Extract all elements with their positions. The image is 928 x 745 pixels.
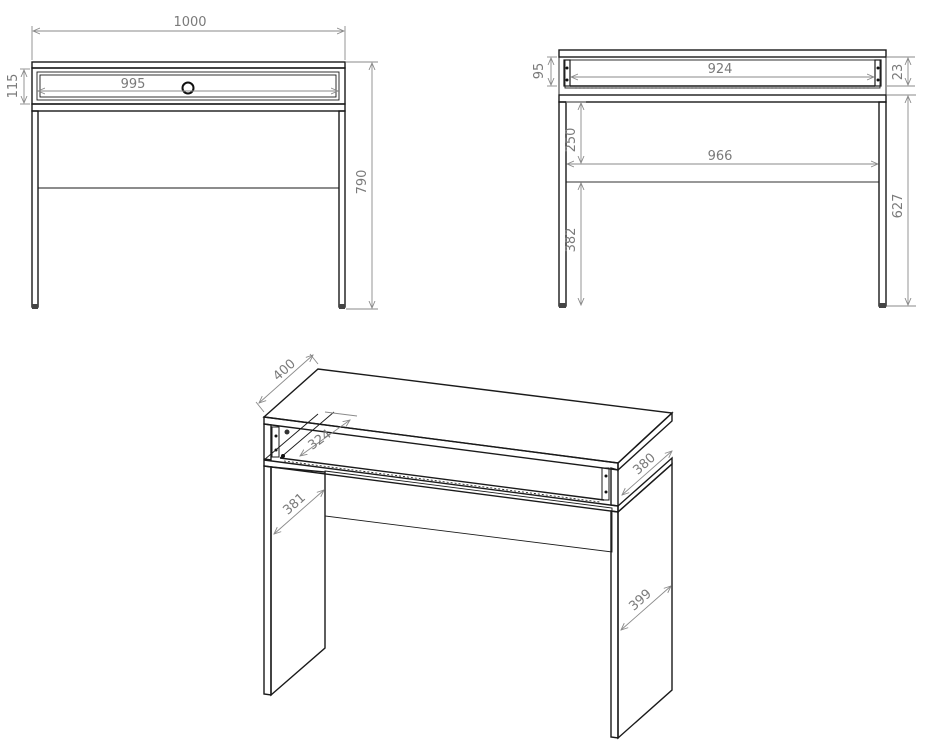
iso-left-leg-side [270, 466, 326, 697]
dim-drawer-width-995: 995 [121, 77, 146, 92]
dim-drawer-depth-324: 324 [305, 427, 334, 454]
rear-right-foot [879, 303, 886, 308]
iso-back-panel [324, 470, 613, 553]
rear-rail [558, 94, 887, 103]
dim-upper-gap-250: 250 [564, 128, 579, 153]
drawer-knob-icon [181, 81, 195, 95]
front-view: 1000 995 115 790 [6, 15, 378, 310]
front-right-foot [339, 304, 345, 309]
iso-drawer-bottom [279, 457, 605, 501]
front-left-leg [31, 110, 39, 308]
iso-right-runner [601, 467, 610, 501]
front-drawer-inset [39, 74, 337, 98]
front-drawer-panel [36, 71, 340, 101]
isometric-view: 400 324 380 381 399 [255, 353, 674, 740]
front-right-leg [338, 110, 346, 308]
iso-right-upright [610, 467, 619, 507]
rear-drawer-inner [564, 59, 881, 89]
rear-left-foot [559, 303, 566, 308]
dim-leg-spacing-966: 966 [708, 149, 733, 164]
dim-leg-height-627: 627 [891, 194, 906, 219]
rear-top-board [558, 49, 887, 58]
dim-drawer-inner-924: 924 [708, 62, 733, 77]
dim-width-1000: 1000 [173, 15, 206, 30]
dim-leg-depth-399: 399 [626, 587, 654, 615]
dim-total-height-790: 790 [355, 170, 370, 195]
dim-drawer-height-115: 115 [6, 74, 21, 99]
rear-back-panel [565, 163, 880, 183]
rear-right-leg [878, 101, 887, 307]
iso-left-upright [263, 423, 272, 461]
front-top-board [31, 61, 346, 69]
iso-left-runner [271, 426, 280, 458]
front-rail [31, 103, 346, 112]
dim-depth-400: 400 [270, 357, 298, 385]
dim-lower-height-382: 382 [564, 228, 579, 253]
dim-drawer-height-95: 95 [532, 63, 547, 80]
dim-top-23: 23 [891, 64, 906, 81]
dim-leg-depth-381: 381 [280, 491, 308, 519]
left-runner [563, 59, 571, 87]
right-runner [874, 59, 882, 87]
iso-left-leg-front [263, 465, 272, 696]
front-left-foot [32, 304, 38, 309]
rear-view: 924 95 23 966 250 382 627 [532, 49, 916, 308]
iso-top-side-edge [617, 411, 673, 472]
iso-top-surface [262, 368, 674, 464]
